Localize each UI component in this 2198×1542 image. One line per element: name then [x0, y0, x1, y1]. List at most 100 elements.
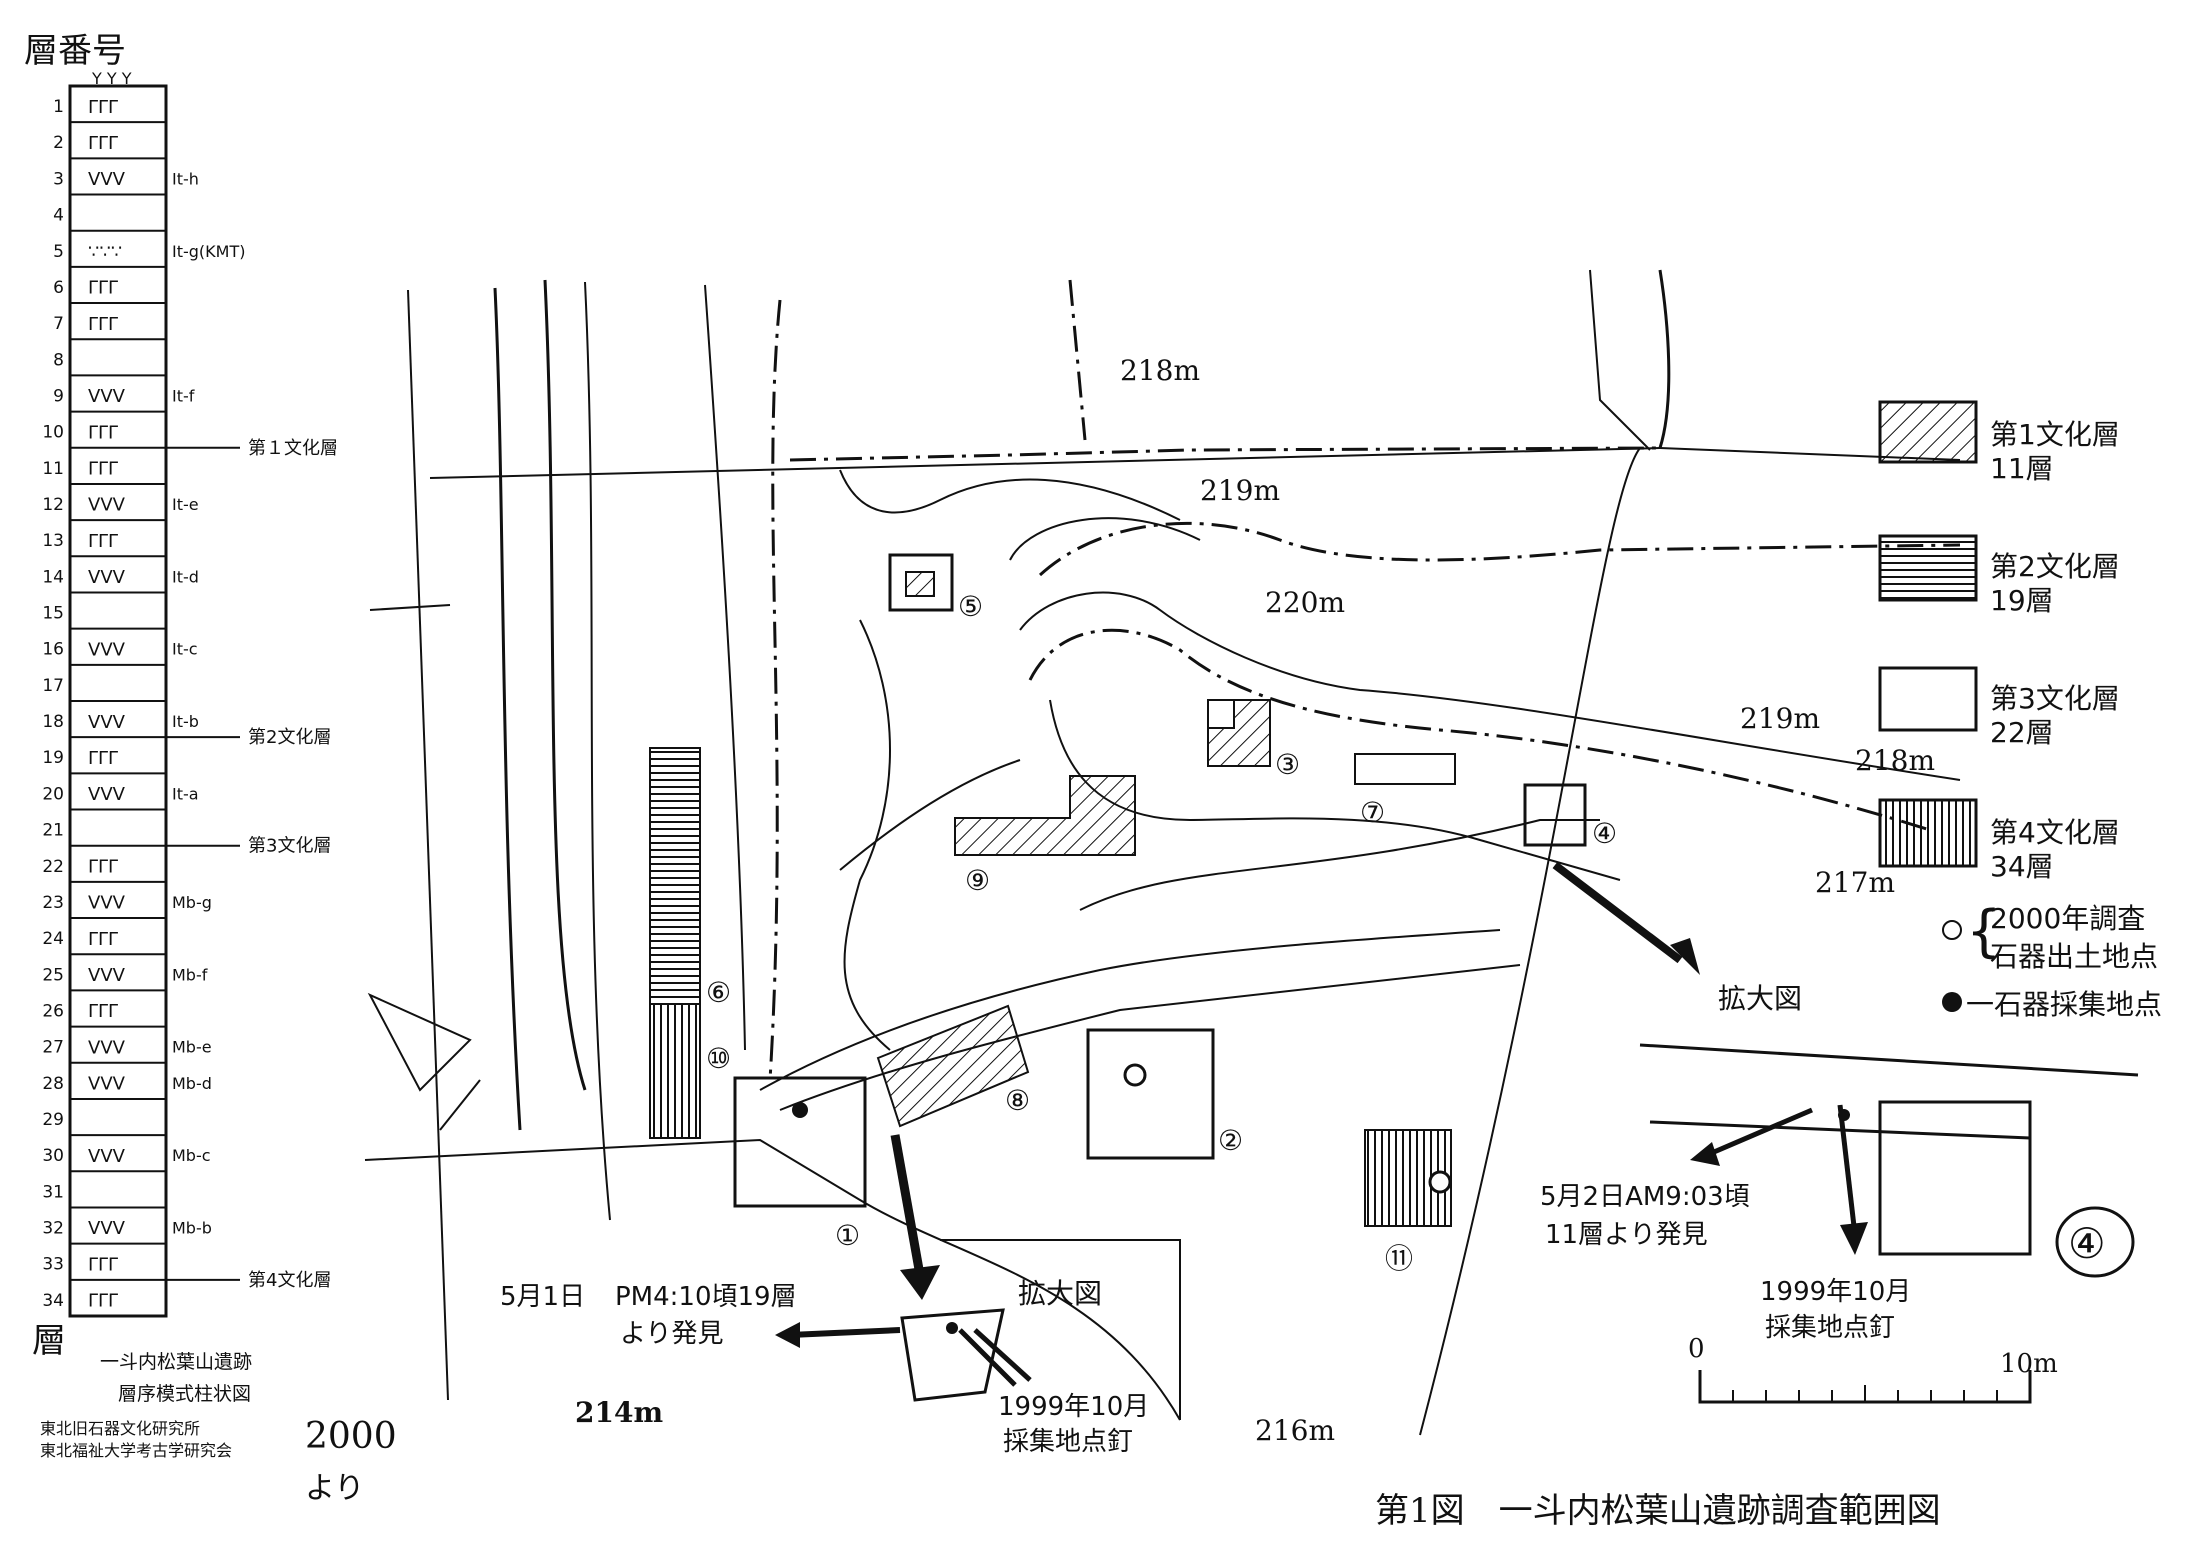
- layer-tephra-tag: It-a: [172, 784, 199, 803]
- layer-number: 3: [53, 169, 64, 189]
- contour-218-right: 218m: [1855, 744, 1935, 777]
- layer-number: 9: [53, 386, 64, 406]
- layer-symbol: ΓΓΓ: [88, 1001, 118, 1022]
- layer-number: 22: [42, 857, 64, 877]
- note-left-found: より発見: [620, 1319, 723, 1349]
- layer-symbol: ΓΓΓ: [88, 929, 118, 950]
- trench-1: [733, 1076, 867, 1208]
- layer-number: 14: [42, 567, 64, 587]
- layer-number: 8: [53, 350, 64, 370]
- trench-2-label: ②: [1218, 1124, 1243, 1157]
- layer-tephra-tag: Mb-e: [172, 1038, 212, 1057]
- layer-tephra-tag: It-d: [172, 567, 199, 586]
- layer-symbol: VVV: [88, 1218, 126, 1239]
- layer-symbol: ΓΓΓ: [88, 531, 118, 552]
- legend-1-line1: 第1文化層: [1990, 418, 2120, 451]
- layer-tephra-tag: Mb-d: [172, 1074, 212, 1093]
- column-caption-1: 一斗内松葉山遺跡: [100, 1351, 252, 1373]
- column-footer-char: 層: [32, 1321, 66, 1361]
- map-linework: 218m 219m 220m 219m 218m 217m 214m 216m: [364, 269, 1961, 1447]
- trench-7-label: ⑦: [1360, 796, 1385, 829]
- column-source-2: 東北福祉大学考古学研究会: [40, 1441, 232, 1460]
- note-left-time: PM4:10頃19層: [615, 1282, 797, 1312]
- layer-number: 12: [42, 495, 64, 515]
- contour-214: 214m: [575, 1396, 663, 1429]
- legend-2-line1: 第2文化層: [1990, 550, 2120, 583]
- layer-symbol: ΓΓΓ: [88, 278, 118, 299]
- layer-number: 30: [42, 1146, 64, 1166]
- layer-number: 26: [42, 1001, 64, 1021]
- layer-symbol: VVV: [88, 495, 126, 516]
- culture-layer-label: 第4文化層: [248, 1270, 331, 1291]
- annotations: 5月1日 PM4:10頃19層 より発見 拡大図 1999年10月 採集地点釘 …: [500, 861, 2139, 1531]
- layer-number: 4: [53, 206, 64, 226]
- inset-right-label: ④: [2068, 1219, 2106, 1268]
- column-title: 層番号: [24, 31, 126, 71]
- layer-number: 33: [42, 1255, 64, 1275]
- scale-bar: 0 10m: [1688, 1334, 2058, 1404]
- layer-number: 32: [42, 1219, 64, 1239]
- culture-layer-label: 第3文化層: [248, 836, 331, 857]
- arrow-down-left: [890, 1134, 925, 1276]
- layer-number: 24: [42, 929, 64, 949]
- trench-2-find-open: [1123, 1063, 1147, 1087]
- layer-symbol: VVV: [88, 1037, 126, 1058]
- layer-number: 25: [42, 965, 64, 985]
- layer-number: 2: [53, 133, 64, 153]
- layer-number: 5: [53, 242, 64, 262]
- trench-1-find-filled: [792, 1102, 808, 1118]
- trench-8: [876, 1004, 1030, 1128]
- layer-symbol: VVV: [88, 1074, 126, 1095]
- layer-number: 10: [42, 423, 64, 443]
- layer-symbol: ΓΓΓ: [88, 1291, 118, 1312]
- note-right-1: 5月2日AM9:03頃: [1540, 1182, 1750, 1212]
- trenches: ⑤ ⑥ ⑩ ③ ⑨ ⑦ ④ ⑧ ① ② ⑪: [649, 553, 1617, 1275]
- layer-tephra-tag: Mb-c: [172, 1146, 211, 1165]
- layer-number: 11: [42, 459, 64, 479]
- layer-tephra-tag: It-c: [172, 640, 198, 659]
- column-caption-2: 層序模式柱状図: [118, 1383, 251, 1405]
- legend-4-line1: 第4文化層: [1990, 816, 2120, 849]
- layer-symbol: VVV: [88, 1146, 126, 1167]
- layer-symbol: VVV: [88, 169, 126, 190]
- layer-tephra-tag: Mb-b: [172, 1219, 212, 1238]
- enlarge-right-label: 拡大図: [1718, 982, 1802, 1015]
- layer-number: 1: [53, 97, 64, 117]
- nail-right-1: 1999年10月: [1760, 1277, 1911, 1307]
- trench-10: [649, 1003, 701, 1139]
- legend-filled-circle-label: 一石器採集地点: [1966, 988, 2162, 1021]
- enlarge-left-label: 拡大図: [1018, 1277, 1102, 1310]
- trench-9: [954, 775, 1136, 856]
- contour-218-top: 218m: [1120, 354, 1200, 387]
- layer-number: 23: [42, 893, 64, 913]
- layer-symbol: ΓΓΓ: [88, 422, 118, 443]
- trench-9-label: ⑨: [965, 864, 990, 897]
- trench-6: [649, 747, 701, 1005]
- layer-number: 27: [42, 1038, 64, 1058]
- legend-swatch-vertical: [1878, 798, 1978, 868]
- layer-number: 19: [42, 748, 64, 768]
- contour-219-right: 219m: [1740, 702, 1820, 735]
- figure-caption: 第1図 一斗内松葉山遺跡調査範囲図: [1375, 1491, 1941, 1531]
- trench-3-label: ③: [1275, 748, 1300, 781]
- layer-number: 16: [42, 640, 64, 660]
- contour-219-top: 219m: [1200, 474, 1280, 507]
- layer-tephra-tag: It-g(KMT): [172, 242, 245, 261]
- layer-symbol: VVV: [88, 386, 126, 407]
- contour-217: 217m: [1815, 866, 1895, 899]
- legend-3-line2: 22層: [1990, 716, 2054, 749]
- nail-left-1: 1999年10月: [998, 1392, 1149, 1422]
- legend-open-circle-icon: [1942, 920, 1962, 940]
- inset-right: ④: [1639, 1043, 2139, 1278]
- layer-tephra-tag: Mb-f: [172, 965, 208, 984]
- layer-tephra-tag: Mb-g: [172, 893, 212, 912]
- trench-11-find-open: [1428, 1170, 1452, 1194]
- nail-right-2: 採集地点釘: [1765, 1313, 1895, 1343]
- trench-4: [1523, 783, 1587, 847]
- layer-symbol: VVV: [88, 712, 126, 733]
- contour-216: 216m: [1255, 1414, 1335, 1447]
- layer-number: 20: [42, 784, 64, 804]
- legend-swatch-diagonal: [1878, 400, 1978, 464]
